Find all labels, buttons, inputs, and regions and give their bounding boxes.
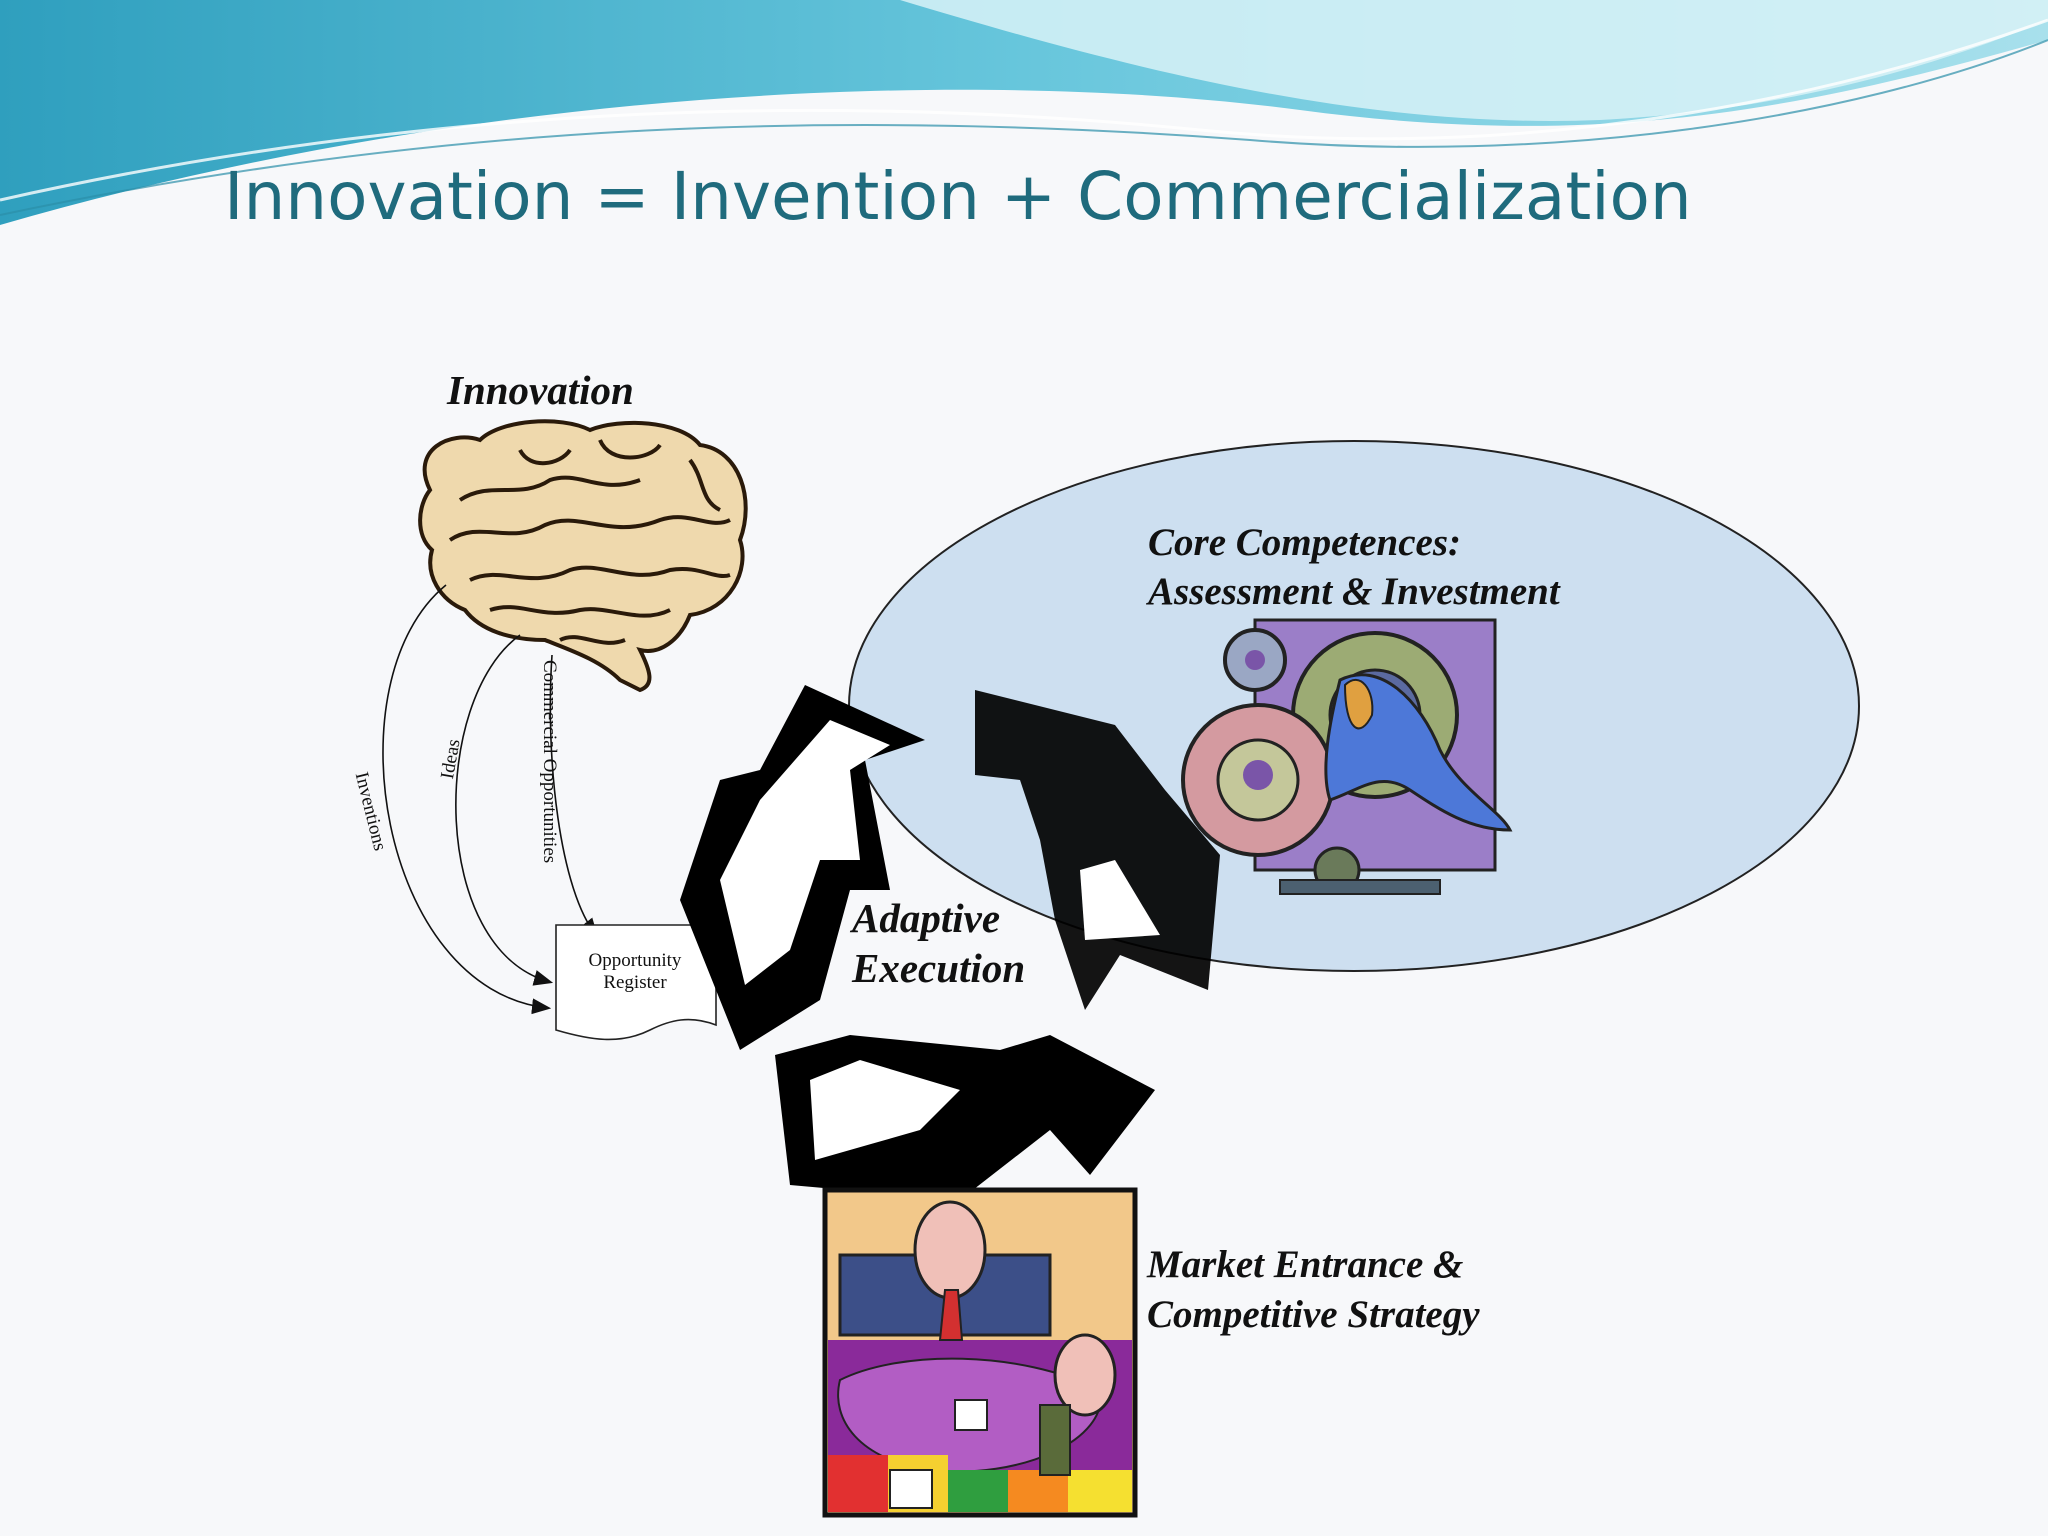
arrow-down-right (975, 690, 1220, 1010)
innovation-label: Innovation (447, 367, 634, 413)
board-game-clipart-icon (822, 1187, 1138, 1518)
flow-arrows (382, 584, 598, 1015)
market-strategy-label: Market Entrance & Competitive Strategy (1147, 1240, 1480, 1340)
adaptive-execution-line2: Execution (852, 945, 1026, 991)
flow-commercial-arrow (549, 654, 598, 938)
flow-commercial-label: Commercial Opportunities (539, 660, 560, 864)
flow-inventions-arrow (382, 584, 552, 1015)
arrow-down-right-highlight (1080, 860, 1160, 940)
gears-clipart-icon (1181, 618, 1513, 895)
header-banner (0, 0, 2048, 225)
opportunity-register-line2: Register (603, 972, 667, 993)
opportunity-register-label: Opportunity Register (565, 950, 705, 994)
market-strategy-line1: Market Entrance & (1147, 1243, 1464, 1286)
core-competences-label: Core Competences: Assessment & Investmen… (1148, 518, 1560, 616)
adaptive-execution-label: Adaptive Execution (852, 893, 1025, 993)
opportunity-register-line1: Opportunity (588, 950, 682, 971)
cycle-arrows-icon (680, 685, 1220, 1200)
flow-ideas-arrow (455, 634, 554, 986)
arrow-up-left-highlight (720, 720, 890, 985)
brain-icon (418, 419, 748, 693)
slide-title: Innovation = Invention + Commercializati… (224, 158, 1692, 235)
arrow-bottom-highlight (810, 1060, 960, 1160)
opportunity-register-shape (555, 924, 717, 1041)
core-competences-line1: Core Competences: (1148, 521, 1462, 564)
core-competences-line2: Assessment & Investment (1148, 570, 1560, 613)
market-strategy-line2: Competitive Strategy (1147, 1293, 1480, 1336)
adaptive-execution-line1: Adaptive (852, 895, 1001, 941)
